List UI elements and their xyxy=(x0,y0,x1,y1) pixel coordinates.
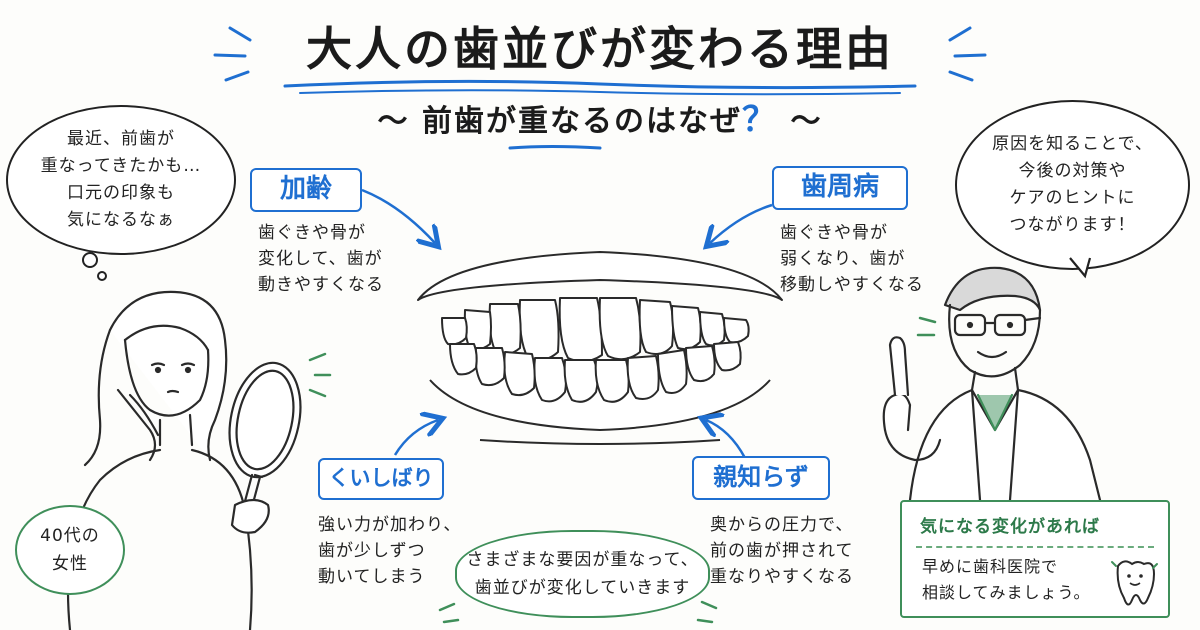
doctor-bubble-line: 今後の対策や xyxy=(1018,161,1127,181)
factor-aging-desc-line: 動きやすくなる xyxy=(258,275,384,295)
factor-clenching-desc-line: 強い力が加わり、 xyxy=(318,515,462,535)
woman-bubble-tail xyxy=(82,252,107,281)
woman-bubble-line: 最近、前歯が xyxy=(67,129,175,149)
tip-heading: 気になる変化があれば xyxy=(920,517,1100,537)
factor-clenching-desc-line: 動いてしまう xyxy=(318,567,426,587)
doctor-bubble-line: ケアのヒントに xyxy=(1009,188,1136,208)
center-note-line: 歯並びが変化していきます xyxy=(474,578,691,598)
woman-label-line: 女性 xyxy=(52,554,88,574)
arrow-periodontal xyxy=(710,203,773,243)
doctor-speech-bubble: 原因を知ることで、 今後の対策や ケアのヒントに つながります！ xyxy=(955,100,1190,270)
center-note-line: さまざまな要因が重なって、 xyxy=(466,550,699,570)
title-decoration xyxy=(213,26,987,96)
factor-wisdom-desc: 奥からの圧力で、 前の歯が押されて 重なりやすくなる xyxy=(710,512,854,590)
factor-periodontal-desc-line: 弱くなり、歯が xyxy=(780,249,906,269)
factor-clenching-label: くいしばり xyxy=(318,458,444,500)
page-title: 大人の歯並びが変わる理由 xyxy=(306,22,894,76)
factor-periodontal-desc-line: 移動しやすくなる xyxy=(780,275,924,295)
factor-clenching-desc: 強い力が加わり、 歯が少しずつ 動いてしまう xyxy=(318,512,461,590)
tip-body-line: 相談してみましょう。 xyxy=(922,583,1091,602)
arrow-clenching xyxy=(393,420,438,456)
question-mark: ？ xyxy=(742,100,778,140)
tip-box: 気になる変化があれば 早めに歯科医院で 相談してみましょう。 xyxy=(900,500,1170,618)
woman-bubble-line: 口元の印象も xyxy=(67,183,175,203)
factor-aging-desc-line: 変化して、歯が xyxy=(258,249,383,269)
doctor-illustration xyxy=(882,266,1102,502)
tip-body-line: 早めに歯科医院で xyxy=(922,557,1059,576)
teeth-illustration xyxy=(417,251,783,445)
woman-label-line: 40代の xyxy=(40,526,100,546)
tip-body: 早めに歯科医院で 相談してみましょう。 xyxy=(922,554,1091,606)
subtitle-tail: 〜 xyxy=(778,104,823,139)
doctor-bubble-line: つながります！ xyxy=(1009,215,1136,235)
factor-wisdom-desc-line: 前の歯が押されて xyxy=(710,541,854,561)
factor-aging-label: 加齢 xyxy=(250,168,362,212)
woman-illustration xyxy=(66,290,332,630)
page-subtitle: 〜 前歯が重なるのはなぜ？ 〜 xyxy=(330,98,870,142)
factor-clenching-desc-line: 歯が少しずつ xyxy=(318,541,426,561)
factor-wisdom-desc-line: 奥からの圧力で、 xyxy=(710,515,854,535)
doctor-bubble-tail xyxy=(1069,257,1092,279)
woman-bubble-line: 気になるなぁ xyxy=(67,210,175,230)
tip-divider xyxy=(916,546,1154,548)
center-note-sparkles xyxy=(438,600,718,624)
tooth-mascot-icon xyxy=(1111,560,1158,606)
woman-bubble-line: 重なってきたかも… xyxy=(40,156,202,176)
factor-periodontal-label: 歯周病 xyxy=(772,166,908,210)
woman-label: 40代の 女性 xyxy=(15,505,125,595)
factor-wisdom-label: 親知らず xyxy=(692,456,830,500)
arrow-aging xyxy=(361,188,435,243)
subtitle-underline xyxy=(508,145,602,150)
factor-periodontal-desc-line: 歯ぐきや骨が xyxy=(780,223,888,243)
doctor-bubble-line: 原因を知ることで、 xyxy=(992,134,1153,154)
center-note: さまざまな要因が重なって、 歯並びが変化していきます xyxy=(455,530,710,618)
woman-speech-bubble: 最近、前歯が 重なってきたかも… 口元の印象も 気になるなぁ xyxy=(6,105,236,255)
subtitle-text: 〜 前歯が重なるのはなぜ xyxy=(377,104,742,139)
factor-wisdom-desc-line: 重なりやすくなる xyxy=(710,567,854,587)
arrow-wisdom xyxy=(706,420,747,459)
factor-aging-desc: 歯ぐきや骨が 変化して、歯が 動きやすくなる xyxy=(258,220,384,298)
factor-aging-desc-line: 歯ぐきや骨が xyxy=(258,223,366,243)
factor-periodontal-desc: 歯ぐきや骨が 弱くなり、歯が 移動しやすくなる xyxy=(780,220,924,298)
